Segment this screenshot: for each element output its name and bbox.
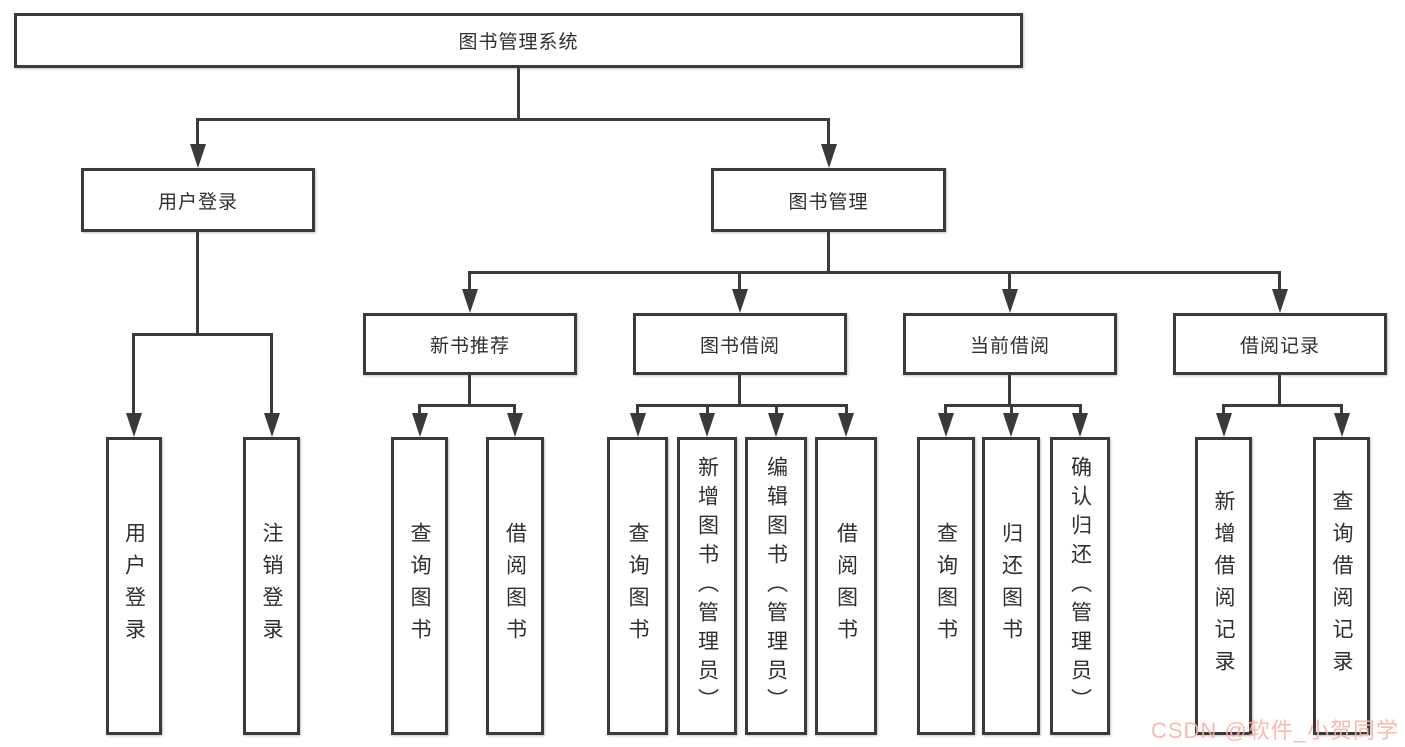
node-borrow-records-label: 借阅记录 xyxy=(1239,335,1320,357)
connector-stem-recommend xyxy=(468,271,471,293)
leaf-add-borrow-record: 新增借阅记录 xyxy=(1195,437,1252,735)
connector-management-branch xyxy=(468,271,1281,274)
connector-stem-current-2 xyxy=(1010,404,1013,417)
arrowhead-borrow-3 xyxy=(768,413,784,437)
leaf-return-book-label: 归还图书 xyxy=(999,522,1023,650)
node-current-borrow: 当前借阅 xyxy=(903,313,1117,375)
node-book-management-label: 图书管理 xyxy=(788,191,869,213)
leaf-confirm-return-admin: 确认归还（管理员） xyxy=(1050,437,1110,735)
connector-stem-recommend-2 xyxy=(513,404,516,417)
leaf-query-borrow-record: 查询借阅记录 xyxy=(1313,437,1370,735)
leaf-add-book-admin-label: 新增图书（管理员） xyxy=(695,455,719,717)
leaf-borrow-book: 借阅图书 xyxy=(815,437,877,735)
connector-recommend-drop xyxy=(468,375,471,406)
leaf-confirm-return-admin-label: 确认归还（管理员） xyxy=(1068,455,1092,717)
connector-root-drop xyxy=(517,68,520,121)
node-borrow-records: 借阅记录 xyxy=(1173,313,1387,375)
connector-records-branch xyxy=(1222,404,1343,407)
connector-login-branch xyxy=(132,333,273,336)
leaf-borrow-query-book: 查询图书 xyxy=(607,437,668,735)
node-root: 图书管理系统 xyxy=(14,13,1023,68)
connector-stem-records xyxy=(1278,271,1281,293)
connector-stem-borrow-1 xyxy=(636,404,639,417)
leaf-current-query-book: 查询图书 xyxy=(917,437,975,735)
arrowhead-current xyxy=(1002,289,1018,313)
leaf-user-login: 用户登录 xyxy=(106,437,162,735)
leaf-borrow-book-label: 借阅图书 xyxy=(834,522,858,650)
connector-stem-current-1 xyxy=(944,404,947,417)
connector-current-drop xyxy=(1008,375,1011,406)
leaf-recommend-borrow-book-label: 借阅图书 xyxy=(503,522,527,650)
arrowhead-borrow xyxy=(732,289,748,313)
leaf-current-query-book-label: 查询图书 xyxy=(934,522,958,650)
connector-records-drop xyxy=(1278,375,1281,406)
arrowhead-recommend xyxy=(462,289,478,313)
node-root-label: 图书管理系统 xyxy=(458,32,579,53)
node-new-book-recommend-label: 新书推荐 xyxy=(429,335,510,357)
arrowhead-borrow-1 xyxy=(630,413,646,437)
connector-stem-borrow xyxy=(738,271,741,293)
node-current-borrow-label: 当前借阅 xyxy=(969,335,1050,357)
leaf-logout-label: 注销登录 xyxy=(260,522,283,650)
connector-stem-user-login xyxy=(196,118,199,148)
connector-stem-current xyxy=(1008,271,1011,293)
arrowhead-user-login xyxy=(190,144,206,168)
connector-stem-borrow-2 xyxy=(706,404,709,417)
connector-recommend-branch xyxy=(418,404,516,407)
arrowhead-login-1 xyxy=(126,413,142,437)
arrowhead-records-1 xyxy=(1216,413,1232,437)
leaf-recommend-query-book: 查询图书 xyxy=(391,437,448,735)
arrowhead-recommend-2 xyxy=(507,413,523,437)
leaf-recommend-borrow-book: 借阅图书 xyxy=(486,437,544,735)
leaf-edit-book-admin: 编辑图书（管理员） xyxy=(745,437,807,735)
node-book-borrow: 图书借阅 xyxy=(633,313,847,375)
connector-stem-borrow-3 xyxy=(775,404,778,417)
arrowhead-current-1 xyxy=(938,413,954,437)
leaf-return-book: 归还图书 xyxy=(982,437,1040,735)
arrowhead-borrow-4 xyxy=(838,413,854,437)
connector-stem-book-management xyxy=(827,118,830,148)
arrowhead-recommend-1 xyxy=(412,413,428,437)
node-user-login-label: 用户登录 xyxy=(157,191,238,213)
node-new-book-recommend: 新书推荐 xyxy=(363,313,577,375)
arrowhead-borrow-2 xyxy=(699,413,715,437)
connector-borrow-branch xyxy=(636,404,847,407)
leaf-user-login-label: 用户登录 xyxy=(122,522,146,650)
arrowhead-records-2 xyxy=(1334,413,1350,437)
connector-stem-borrow-4 xyxy=(845,404,848,417)
node-book-management: 图书管理 xyxy=(711,168,946,232)
arrowhead-login-2 xyxy=(264,413,280,437)
node-book-borrow-label: 图书借阅 xyxy=(699,335,780,357)
connector-root-branch xyxy=(196,118,830,121)
arrowhead-current-2 xyxy=(1003,413,1019,437)
connector-management-drop xyxy=(827,232,830,274)
connector-stem-records-2 xyxy=(1340,404,1343,417)
connector-stem-recommend-1 xyxy=(418,404,421,417)
arrowhead-current-3 xyxy=(1072,413,1088,437)
connector-stem-current-3 xyxy=(1079,404,1082,417)
node-user-login: 用户登录 xyxy=(81,168,315,232)
connector-stem-login-2 xyxy=(270,333,273,417)
connector-stem-login-1 xyxy=(132,333,135,417)
connector-stem-records-1 xyxy=(1222,404,1225,417)
leaf-recommend-query-book-label: 查询图书 xyxy=(408,522,431,650)
arrowhead-records xyxy=(1272,289,1288,313)
leaf-logout: 注销登录 xyxy=(243,437,300,735)
leaf-borrow-query-book-label: 查询图书 xyxy=(626,522,649,650)
leaf-add-book-admin: 新增图书（管理员） xyxy=(677,437,737,735)
connector-login-drop xyxy=(196,232,199,336)
arrowhead-book-management xyxy=(821,144,837,168)
leaf-query-borrow-record-label: 查询借阅记录 xyxy=(1330,490,1353,682)
connector-borrow-drop xyxy=(738,375,741,406)
csdn-watermark: CSDN @软件_小贺同学 xyxy=(1150,718,1399,743)
leaf-add-borrow-record-label: 新增借阅记录 xyxy=(1212,490,1235,682)
leaf-edit-book-admin-label: 编辑图书（管理员） xyxy=(764,455,788,717)
